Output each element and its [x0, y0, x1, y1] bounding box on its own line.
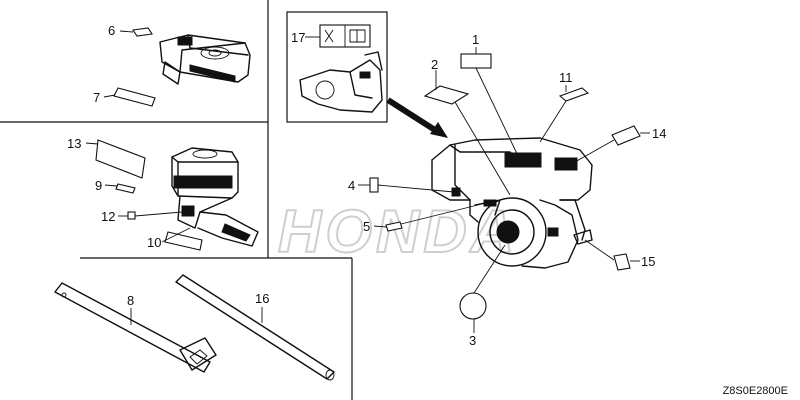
label-2-sticker [423, 85, 470, 105]
callout-4: 4 [348, 178, 355, 193]
label-4-sticker [369, 177, 379, 193]
callout-5: 5 [363, 219, 370, 234]
callout-2: 2 [431, 57, 438, 72]
label-7-sticker [113, 87, 156, 107]
callout-7: 7 [93, 90, 100, 105]
air-cleaner-side-assembly [171, 147, 259, 247]
watermark-logo: HONDA [278, 198, 518, 265]
callout-16: 16 [255, 291, 269, 306]
label-3-sticker [459, 292, 487, 320]
label-9-sticker [115, 183, 136, 194]
callout-12: 12 [101, 209, 115, 224]
panel-frames [0, 0, 388, 400]
air-cleaner-top-assembly [159, 34, 251, 85]
callout-3: 3 [469, 333, 476, 348]
label-12-sticker [127, 211, 136, 220]
pointer-arrow [386, 97, 448, 138]
label-1-sticker [460, 53, 492, 69]
label-5-sticker [385, 221, 403, 232]
callout-17: 17 [291, 30, 305, 45]
tommy-bar-tool [175, 274, 335, 381]
callout-8: 8 [127, 293, 134, 308]
callout-1: 1 [472, 32, 479, 47]
label-13-sticker [95, 139, 146, 179]
callout-6: 6 [108, 23, 115, 38]
diagram-code: Z8S0E2800E [723, 385, 788, 397]
callout-9: 9 [95, 178, 102, 193]
box-wrench-tool [54, 282, 217, 373]
label-10-sticker [164, 231, 203, 251]
callout-10: 10 [147, 235, 161, 250]
callout-13: 13 [67, 136, 81, 151]
callout-11: 11 [559, 70, 573, 85]
label-15-sticker [613, 253, 631, 271]
inset-engine-view [299, 24, 383, 113]
label-11-sticker [558, 87, 590, 102]
callout-15: 15 [641, 254, 655, 269]
label-14-sticker [611, 125, 641, 146]
callout-14: 14 [652, 126, 666, 141]
leader-lines-main [358, 47, 650, 333]
label-6-sticker [132, 27, 153, 37]
